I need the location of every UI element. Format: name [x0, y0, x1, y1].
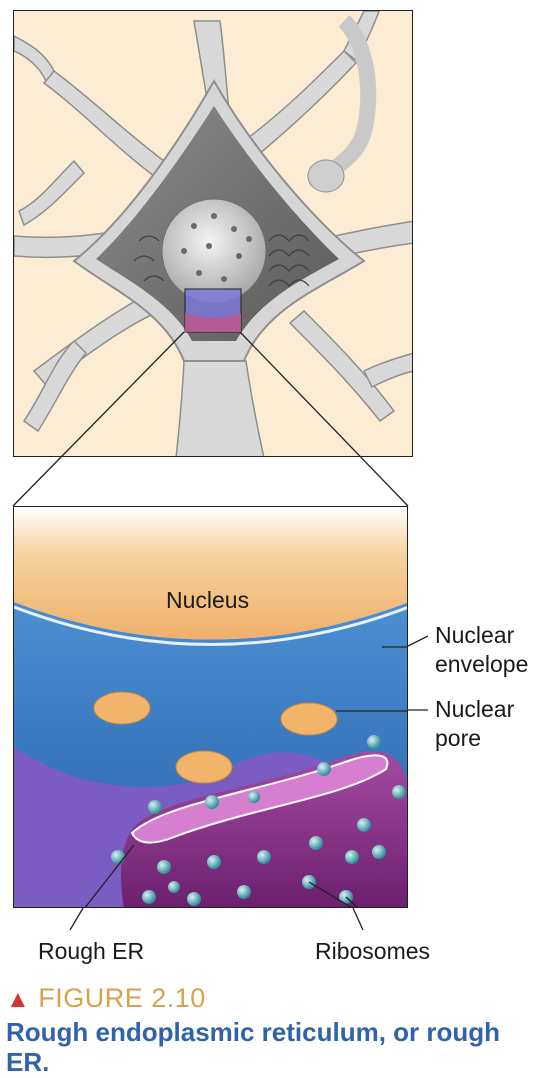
nuclear-pores	[181, 213, 252, 282]
nuclear-envelope-shape	[14, 602, 407, 835]
rough-er-lumen	[130, 754, 389, 844]
label-nuclear-envelope-line2: envelope	[435, 651, 529, 677]
organelles	[133, 234, 310, 287]
figure-number: FIGURE 2.10	[38, 983, 206, 1013]
triangle-icon: ▲	[6, 986, 31, 1013]
label-leader-lines	[84, 646, 407, 907]
envelope-membrane-line	[14, 605, 407, 646]
label-nuclear-pore-line1: Nuclear	[435, 696, 515, 722]
axon-terminal	[307, 15, 377, 193]
rough-er-detail-image	[14, 507, 407, 907]
label-nucleus: Nucleus	[166, 587, 250, 613]
neuron-illustration-panel	[13, 10, 413, 457]
figure-caption: Rough endoplasmic reticulum, or rough ER…	[6, 1017, 501, 1077]
zoom-highlight	[184, 288, 242, 333]
label-nuclear-envelope-line1: Nuclear	[435, 622, 515, 648]
dendrites	[14, 11, 412, 456]
label-rough-er: Rough ER	[38, 938, 145, 964]
label-ribosomes: Ribosomes	[315, 938, 431, 964]
figure-label: ▲ FIGURE 2.10	[6, 983, 206, 1014]
nuclear-pore-openings	[93, 691, 338, 784]
zoomed-detail-panel	[13, 506, 408, 908]
neuron-cutaway-image	[14, 11, 412, 456]
nucleus-region	[14, 507, 407, 640]
label-nuclear-pore-line2: pore	[435, 725, 482, 751]
